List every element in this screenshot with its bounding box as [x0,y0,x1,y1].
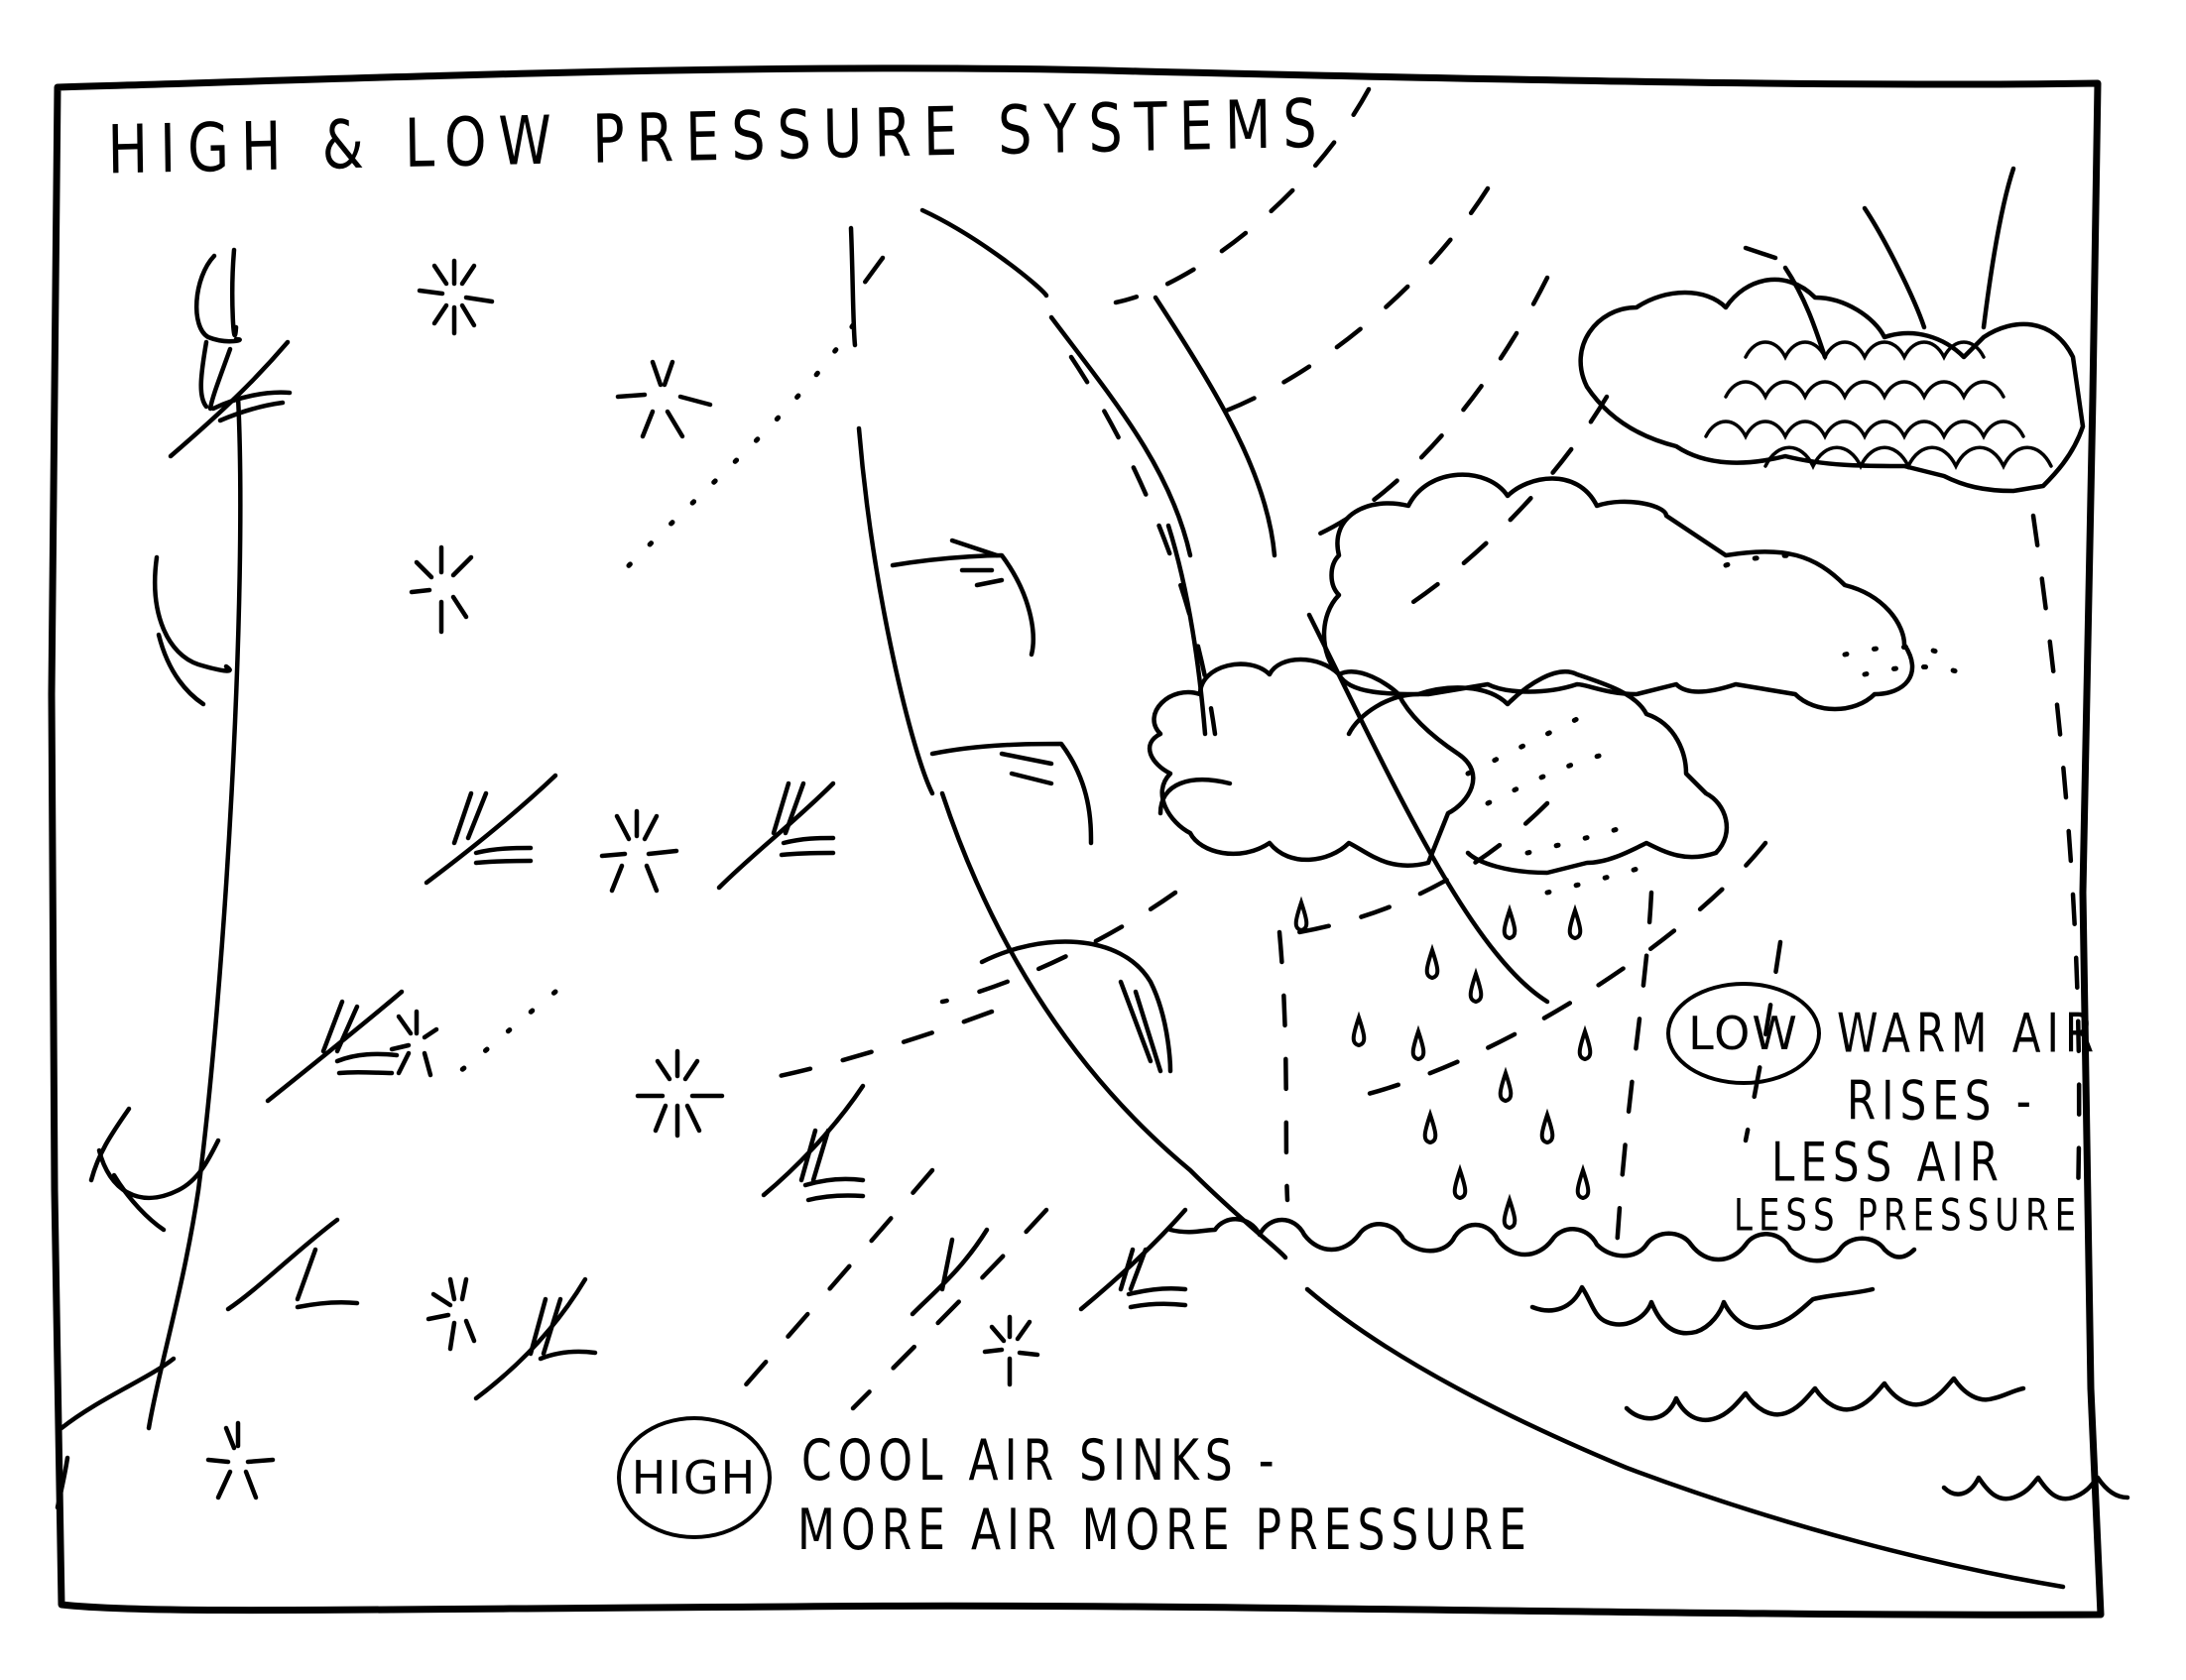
high-caption-line-2: MORE AIR MORE PRESSURE [797,1498,1532,1564]
storm-cloud-scribbles [1704,166,2053,471]
high-badge: HIGH [617,1416,772,1539]
low-badge-label: LOW [1688,1007,1799,1060]
raindrop-icon [1502,903,1518,941]
wave-icons [1167,1217,2130,1501]
sparkle-icon [982,1314,1040,1387]
raindrop-icons [1293,896,1593,1231]
feathered-arrow-icons [225,773,1188,1401]
raindrop-icon [1502,1193,1518,1231]
cloud-shading-dots [1465,552,1967,896]
cloud-icon [1578,277,2086,494]
sparkle-icon [409,544,474,635]
raindrop-icon [1351,1011,1367,1048]
low-caption-line-1: WARM AIR [1837,1002,2101,1065]
sparkle-icon [635,1048,725,1139]
cloud-icons [1148,277,2086,876]
wave-icon [1167,1217,1917,1263]
cloud-icon [1148,657,1476,868]
sparkle-icon [417,258,495,336]
raindrop-icon [1468,967,1484,1005]
wave-icon [1624,1376,2026,1423]
raindrop-icon [1452,1163,1468,1201]
raindrop-icon [1424,943,1440,981]
sparkle-icon [389,1009,439,1078]
cloud-icon [1157,778,1233,816]
raindrop-icon [1410,1024,1426,1062]
sparkle-icon [205,1420,276,1500]
raindrop-icon [1577,1024,1593,1062]
raindrop-icon [1293,896,1309,933]
low-caption-line-2: RISES - [1847,1069,2037,1133]
sinking-air-curves [848,207,2066,1590]
low-caption-line-3: LESS AIR [1771,1131,2004,1194]
raindrop-icon [1539,1108,1555,1145]
air-flow-streams [443,86,2082,1411]
raindrop-icon [1422,1108,1438,1145]
wave-icon [1529,1284,1876,1336]
raindrop-icon [1498,1066,1514,1104]
sparkle-icon [599,808,679,894]
low-caption-line-4: LESS PRESSURE [1734,1190,2083,1242]
cloud-icon [1321,472,1915,712]
sparkle-icons [205,258,1040,1500]
left-swept-lines [55,247,293,1510]
raindrop-icon [1567,903,1583,941]
low-badge: LOW [1666,982,1821,1085]
frame-border [48,64,2105,1619]
cloud-icon [1346,669,1730,876]
sparkle-icon [615,359,713,439]
raindrop-icon [1575,1163,1591,1201]
high-badge-label: HIGH [631,1451,758,1504]
high-caption-line-1: COOL AIR SINKS - [801,1428,1280,1495]
sparkle-icon [425,1276,477,1352]
wave-icon [1941,1475,2130,1501]
